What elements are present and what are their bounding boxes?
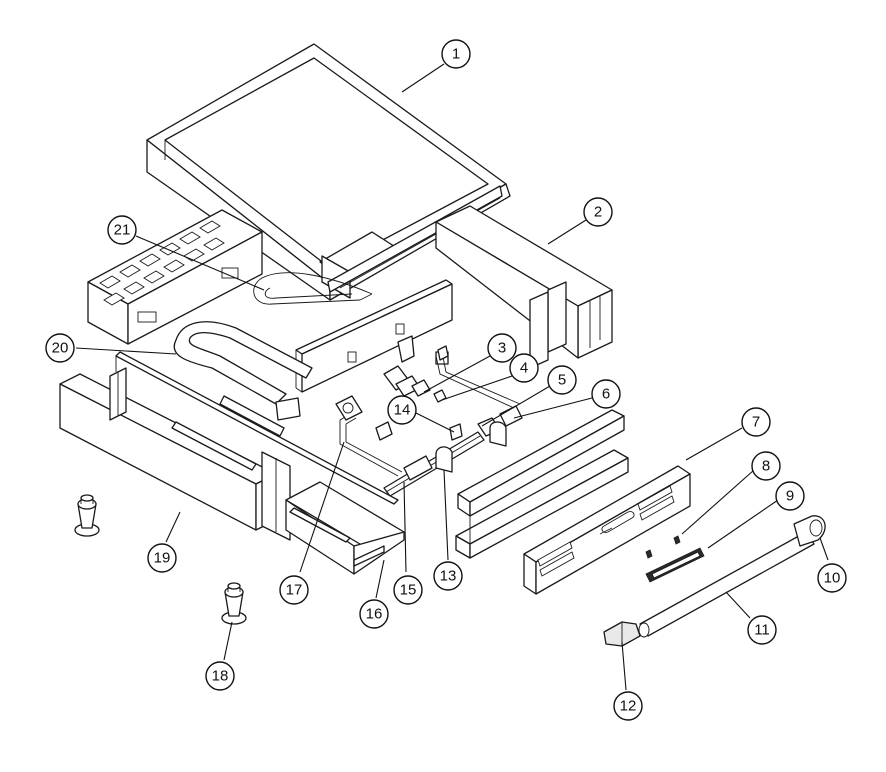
svg-text:14: 14 — [394, 402, 411, 419]
svg-text:19: 19 — [154, 550, 171, 567]
callout-2: 2 — [583, 197, 613, 227]
part-base-frame — [115, 351, 399, 541]
part-gas-manifold — [335, 395, 485, 497]
part-control-channel — [455, 409, 629, 559]
svg-text:21: 21 — [114, 222, 131, 239]
callout-9: 9 — [775, 481, 805, 511]
svg-text:13: 13 — [440, 568, 457, 585]
part-screws — [645, 535, 681, 559]
part-leg — [221, 582, 247, 625]
callout-1: 1 — [441, 39, 471, 69]
leader-lines — [75, 63, 829, 691]
svg-text:18: 18 — [212, 668, 229, 685]
svg-text:8: 8 — [762, 458, 770, 475]
svg-text:4: 4 — [520, 360, 528, 377]
svg-text:6: 6 — [602, 386, 610, 403]
svg-text:16: 16 — [366, 606, 383, 623]
part-vent-grille — [645, 547, 705, 583]
svg-text:7: 7 — [752, 414, 760, 431]
callout-19: 19 — [147, 543, 177, 573]
part-grease-drawer — [285, 481, 405, 575]
part-manifold-bracket — [295, 279, 453, 393]
svg-text:5: 5 — [558, 372, 566, 389]
svg-text:9: 9 — [786, 488, 794, 505]
callout-21: 21 — [107, 215, 137, 245]
callout-3: 3 — [487, 333, 517, 363]
svg-text:3: 3 — [498, 340, 506, 357]
callout-17: 17 — [279, 575, 309, 605]
callout-16: 16 — [359, 599, 389, 629]
part-handle-end-right — [793, 515, 826, 547]
svg-text:10: 10 — [824, 570, 841, 587]
part-leg-front — [74, 494, 100, 537]
callout-20: 20 — [45, 333, 75, 363]
svg-text:2: 2 — [594, 204, 602, 221]
svg-text:11: 11 — [754, 622, 770, 639]
callout-10: 10 — [817, 563, 847, 593]
part-handle-end-left — [603, 621, 641, 647]
svg-text:15: 15 — [400, 582, 417, 599]
callout-15: 15 — [393, 575, 423, 605]
part-rear-shield — [87, 209, 263, 345]
callout-13: 13 — [433, 561, 463, 591]
part-upper-burner — [253, 272, 373, 305]
callouts: 1 2 3 4 5 6 7 8 9 10 11 12 13 14 15 16 1… — [45, 39, 847, 721]
callout-12: 12 — [613, 691, 643, 721]
part-right-side-panel — [435, 205, 613, 369]
svg-text:12: 12 — [620, 698, 637, 715]
svg-text:20: 20 — [52, 340, 69, 357]
callout-5: 5 — [547, 365, 577, 395]
part-handle-tube — [638, 531, 815, 638]
part-control-panel — [523, 465, 691, 595]
callout-6: 6 — [591, 379, 621, 409]
part-valve-fittings — [383, 345, 523, 441]
callout-7: 7 — [741, 407, 771, 437]
callout-18: 18 — [205, 661, 235, 691]
callout-4: 4 — [509, 353, 539, 383]
callout-14: 14 — [387, 395, 417, 425]
callout-11: 11 — [747, 615, 777, 645]
svg-text:17: 17 — [286, 582, 303, 599]
callout-8: 8 — [751, 451, 781, 481]
svg-text:1: 1 — [452, 46, 460, 63]
part-knob-guard — [435, 421, 507, 473]
part-front-burner — [173, 321, 313, 421]
